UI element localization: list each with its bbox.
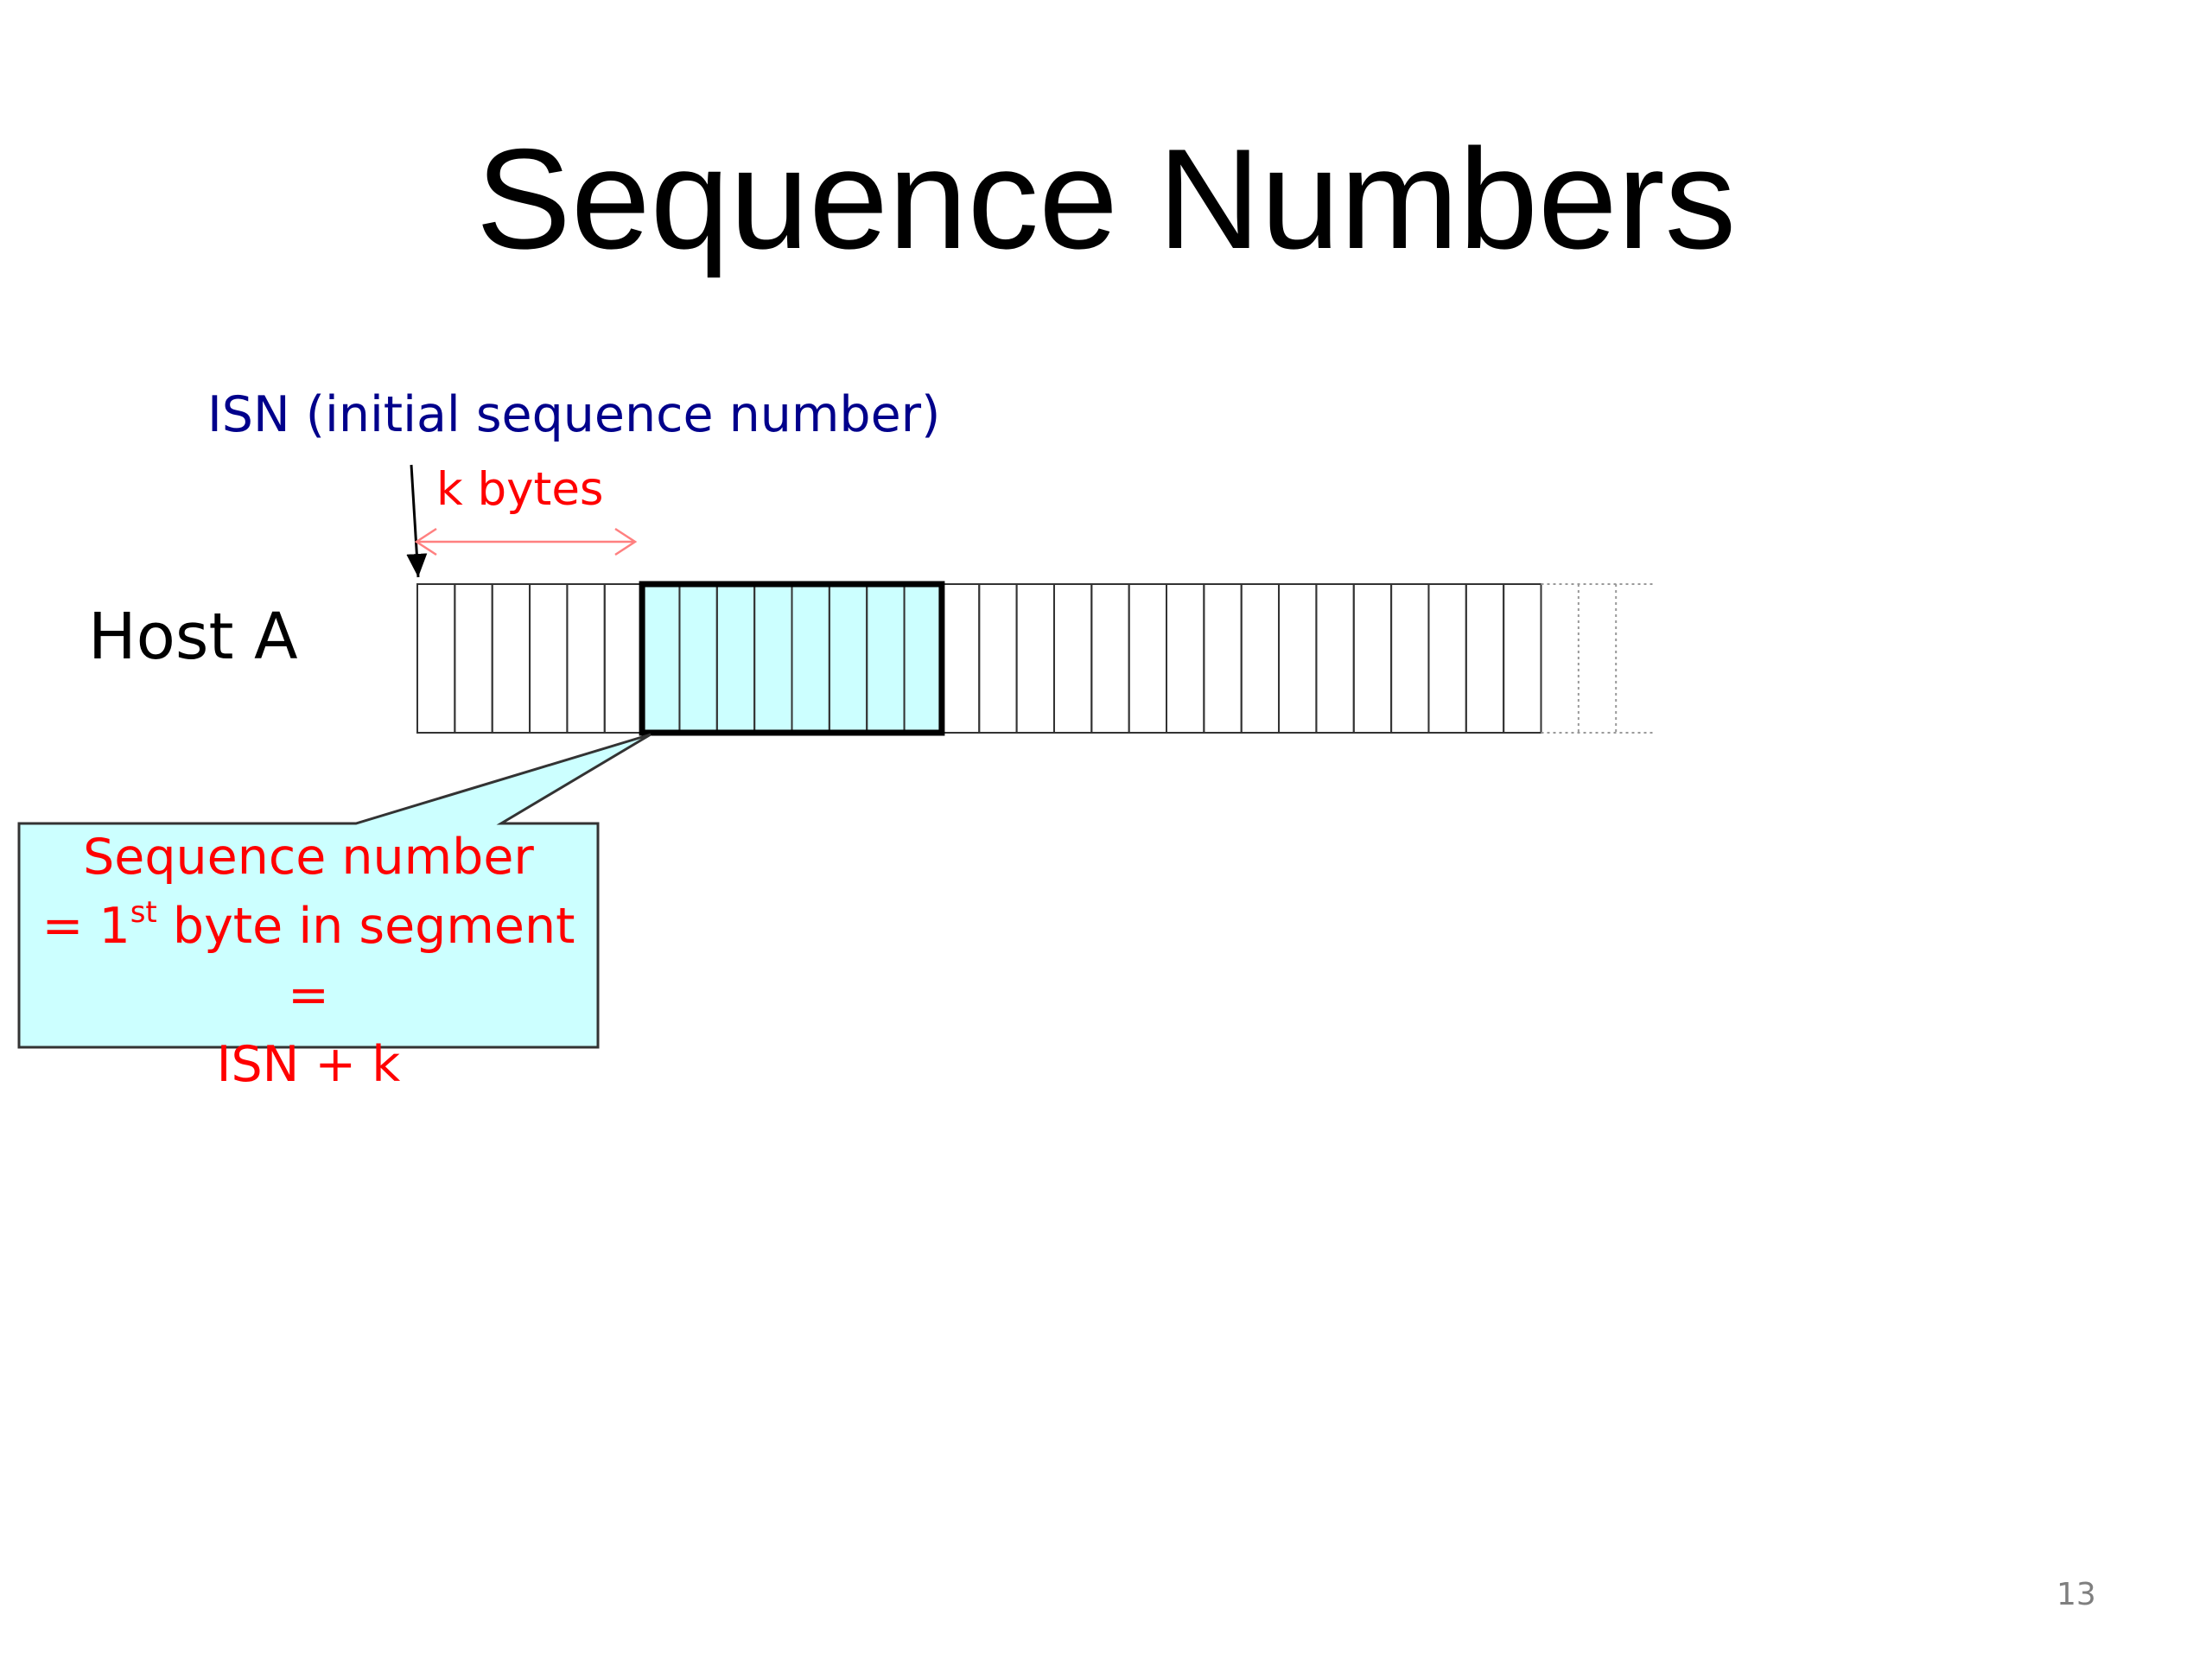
callout-line-2-suffix: byte in segment = (156, 898, 575, 1024)
byte-cell (1278, 583, 1318, 734)
callout-line-2-prefix: = 1 (41, 898, 130, 955)
host-a-label: Host A (88, 600, 298, 674)
callout-line-2: = 1st byte in segment = (19, 892, 598, 1030)
byte-cell (1128, 583, 1168, 734)
byte-cell (1090, 583, 1130, 734)
callout-line-2-sup: st (130, 895, 157, 930)
isn-label: ISN (initial sequence number) (207, 386, 941, 443)
byte-cell (454, 583, 493, 734)
isn-pointer-arrow (406, 464, 428, 578)
callout-line-1: Sequence number (83, 829, 534, 886)
byte-cells (416, 581, 1654, 736)
byte-cell (1203, 583, 1243, 734)
segment-outline (639, 581, 945, 736)
page-number: 13 (2056, 1577, 2096, 1612)
callout-box (17, 733, 652, 1049)
slide-title: Sequence Numbers (475, 119, 1737, 278)
callout-line-3: ISN + k (216, 1036, 401, 1093)
byte-cell (940, 583, 981, 734)
byte-cell (566, 583, 606, 734)
byte-cell (1240, 583, 1281, 734)
byte-cell (1015, 583, 1055, 734)
byte-cell (1352, 583, 1393, 734)
byte-cell (529, 583, 569, 734)
byte-cell (1465, 583, 1505, 734)
byte-cell (978, 583, 1018, 734)
byte-cell (1427, 583, 1467, 734)
k-bytes-label: k bytes (436, 463, 604, 516)
byte-cell (1390, 583, 1430, 734)
byte-cell (1315, 583, 1355, 734)
callout-text: Sequence number = 1st byte in segment = … (19, 823, 598, 1099)
byte-cell (416, 583, 456, 734)
byte-cell (1503, 583, 1542, 734)
byte-cell (603, 583, 644, 734)
byte-cell (1166, 583, 1205, 734)
byte-cell (1052, 583, 1093, 734)
byte-cell (491, 583, 531, 734)
k-bytes-arrow (414, 527, 638, 556)
